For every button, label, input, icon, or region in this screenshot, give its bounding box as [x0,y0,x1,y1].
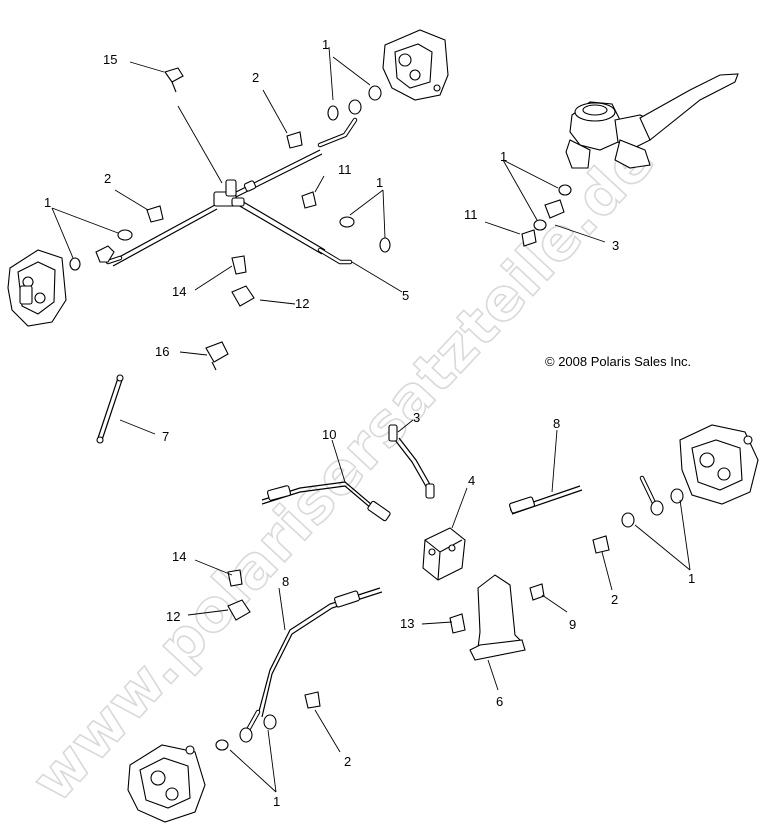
hose-8-left [215,569,383,751]
callout-5: 5 [402,288,409,303]
watermark: www.polarisersatzteile.de [19,125,669,815]
copyright-text: © 2008 Polaris Sales Inc. [545,354,691,369]
callout-1: 1 [500,149,507,164]
callout-13: 13 [400,616,414,631]
leaders-bottom [187,419,691,793]
caliper-top-right [382,29,449,101]
callout-7: 7 [162,429,169,444]
callout-6: 6 [496,694,503,709]
callout-3: 3 [612,238,619,253]
bottom-right-hardware [449,475,684,634]
callout-3: 3 [413,410,420,425]
hose-3-bottom [388,424,435,499]
bracket-6 [469,574,526,661]
callout-8: 8 [282,574,289,589]
callout-2: 2 [104,171,111,186]
callout-14: 14 [172,284,186,299]
callout-4: 4 [468,473,475,488]
callout-12: 12 [295,296,309,311]
callout-1: 1 [688,571,695,586]
leaders-top [51,46,606,435]
junction-block-4 [422,527,466,581]
callout-2: 2 [252,70,259,85]
callout-2: 2 [611,592,618,607]
callout-10: 10 [322,427,336,442]
callout-11: 11 [338,162,352,177]
callout-labels: 15 1 2 2 11 1 1 1 11 3 5 14 12 16 7 10 3… [44,37,695,809]
callout-2: 2 [344,754,351,769]
master-cylinder [565,73,739,169]
hose-7 [96,374,124,444]
caliper-bottom-right [679,424,759,505]
callout-14: 14 [172,549,186,564]
callout-11: 11 [464,207,478,222]
caliper-bottom-left [127,744,206,823]
callout-1: 1 [273,794,280,809]
callout-1: 1 [44,195,51,210]
front-brake-lines [95,117,358,267]
caliper-top-left [7,249,67,327]
callout-15: 15 [103,52,117,67]
callout-9: 9 [569,617,576,632]
hose-8-right [509,485,583,515]
callout-1: 1 [322,37,329,52]
callout-12: 12 [166,609,180,624]
hose-10 [261,481,391,522]
callout-1: 1 [376,175,383,190]
top-hardware [69,67,572,371]
callout-16: 16 [155,344,169,359]
callout-8: 8 [553,416,560,431]
